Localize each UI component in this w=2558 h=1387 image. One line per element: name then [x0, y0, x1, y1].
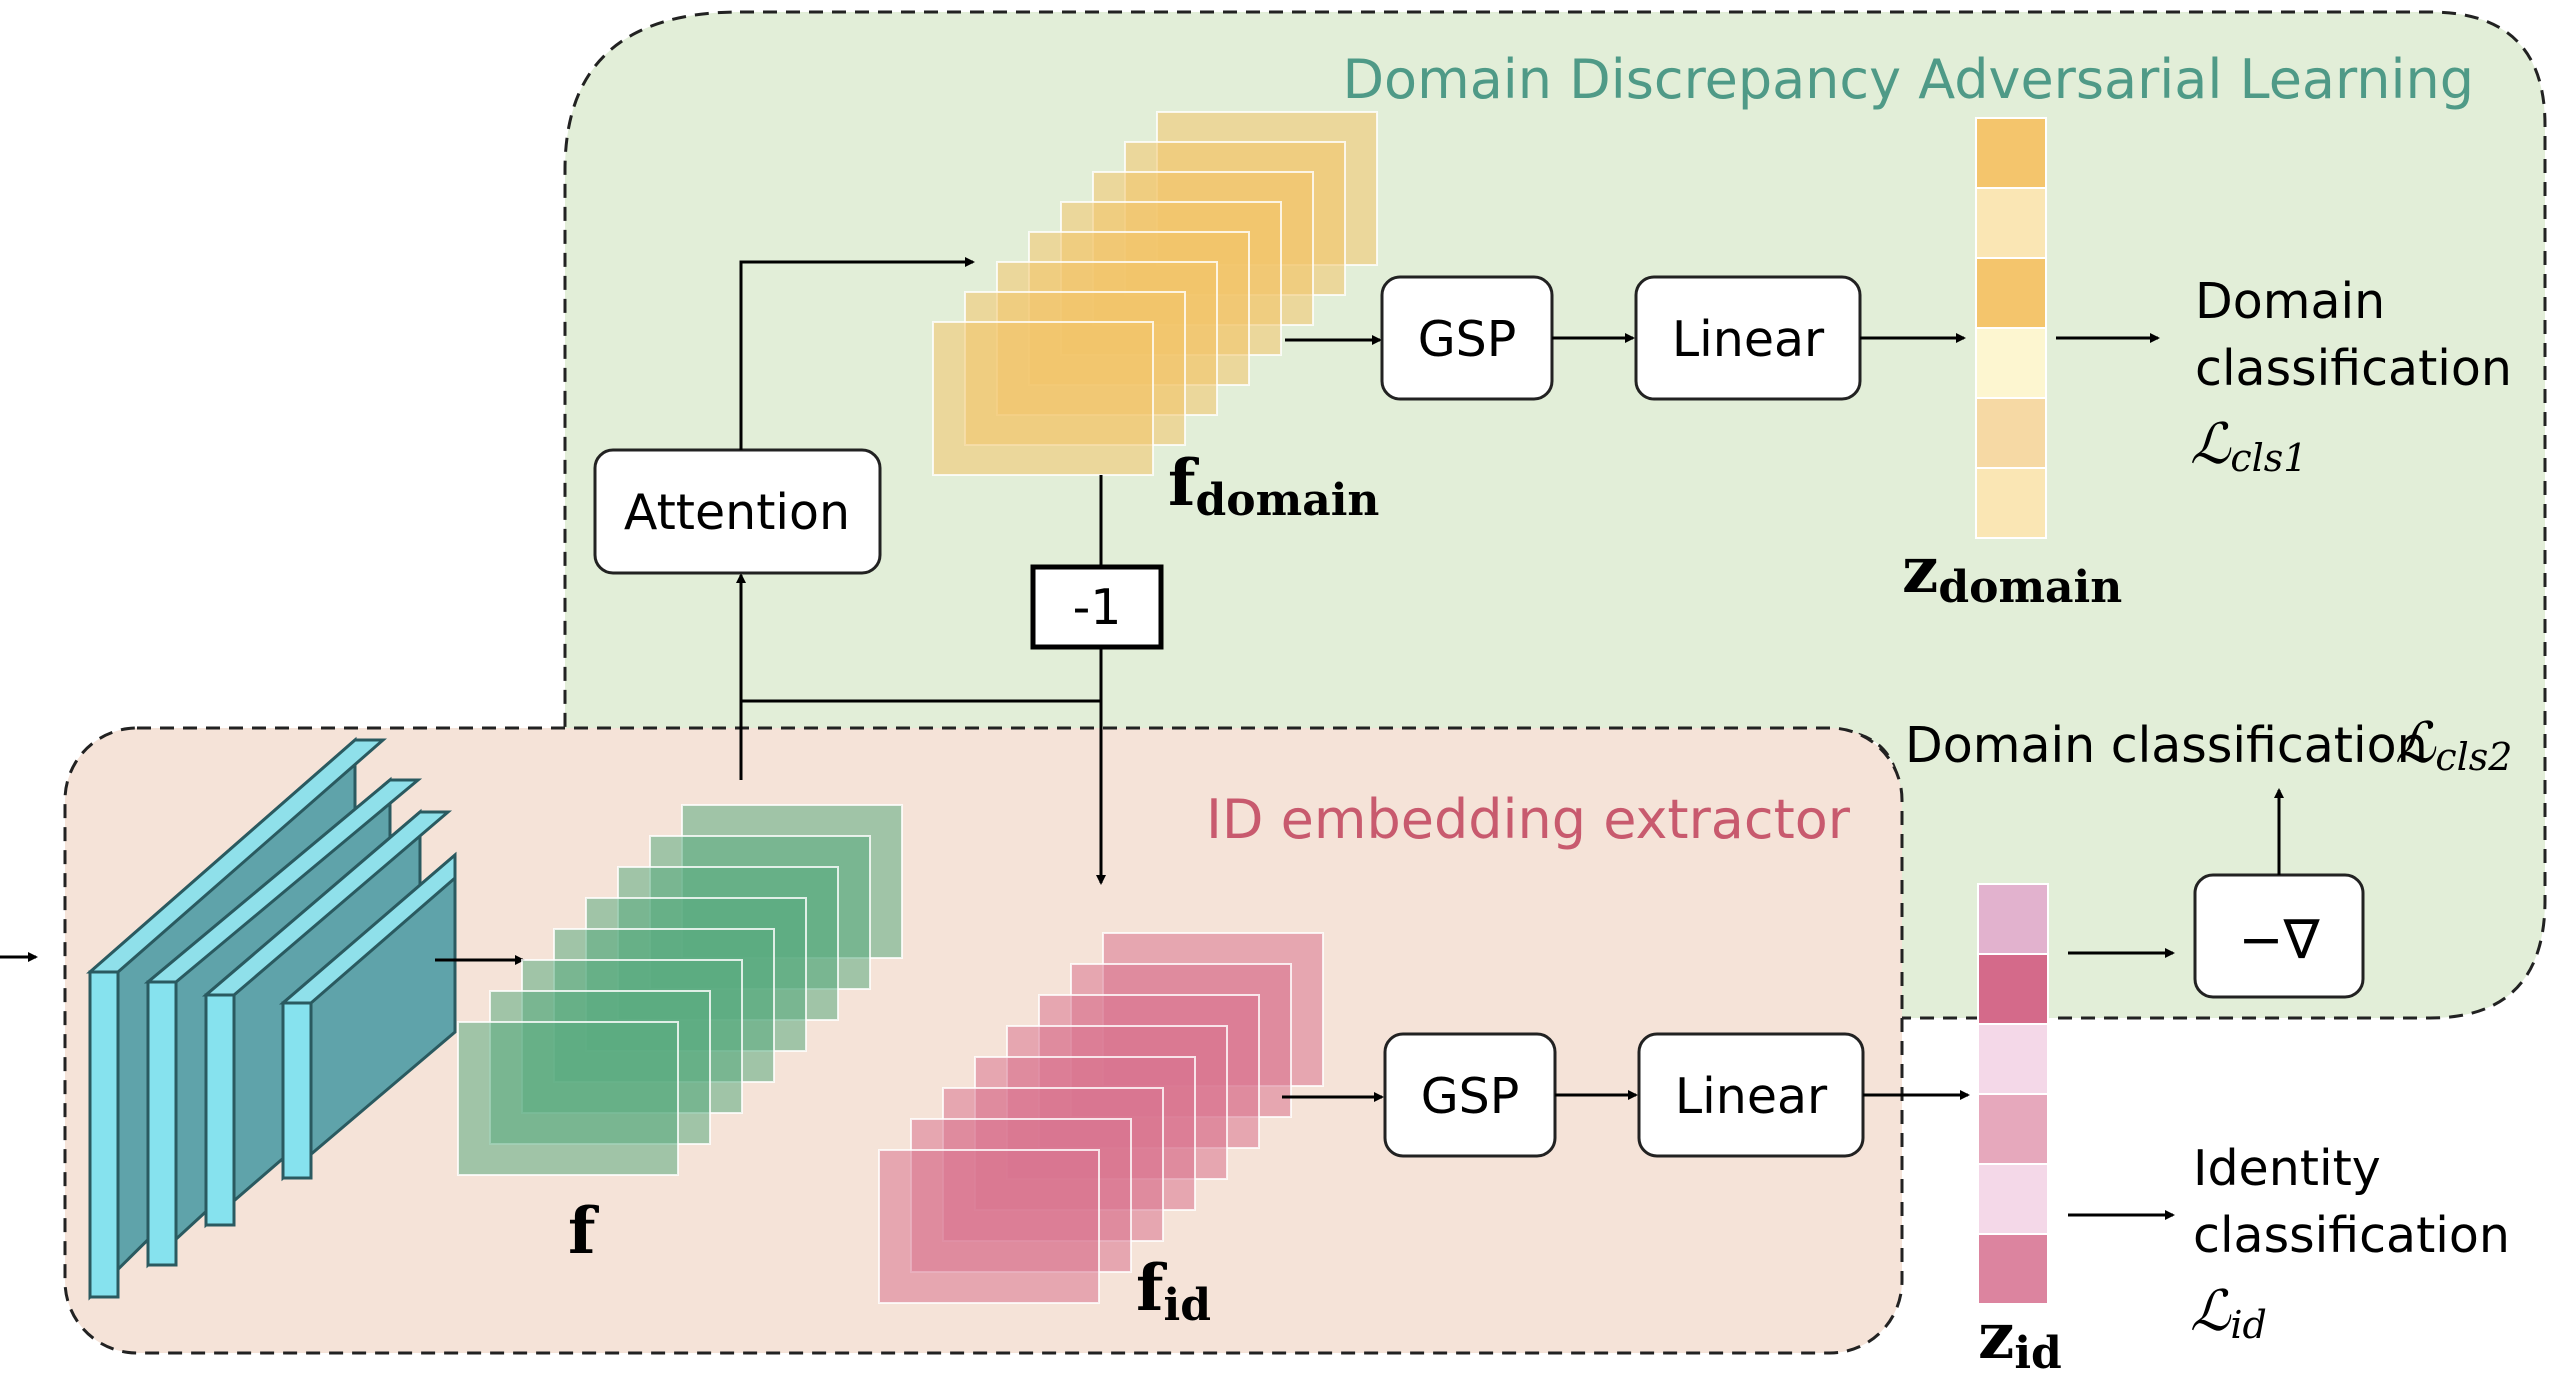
vector-cell: [1977, 1163, 2049, 1235]
id-region: [63, 726, 1904, 1355]
loss-cls1: ℒcls1: [2190, 412, 2307, 480]
vector-cell: [1975, 467, 2047, 539]
label-f: f: [568, 1194, 599, 1269]
label-f-id: fid: [1136, 1251, 1211, 1331]
feature-stack-f: [457, 804, 903, 1176]
vector-cell: [1975, 257, 2047, 329]
identity-line2: classification: [2193, 1207, 2510, 1264]
gsp-top-label: GSP: [1418, 311, 1517, 368]
neg-one-label: -1: [1073, 579, 1122, 636]
attention-box: [593, 448, 882, 575]
domain-cls2-text: Domain classification: [1905, 717, 2428, 774]
domain-region-title: Domain Discrepancy Adversarial Learning: [1342, 48, 2474, 111]
domain-cls1-line2: classification: [2195, 340, 2512, 397]
z-domain-vector: [1975, 117, 2047, 539]
feature-map-card: [457, 1021, 679, 1176]
feature-map-card: [932, 321, 1154, 476]
loss-cls2: ℒcls2: [2395, 711, 2512, 779]
label-z-domain: zdomain: [1902, 533, 2122, 613]
feature-map-card: [878, 1149, 1100, 1304]
feature-stack-f-domain: [932, 111, 1378, 476]
vector-cell: [1977, 883, 2049, 955]
vector-cell: [1975, 117, 2047, 189]
vector-cell: [1975, 397, 2047, 469]
label-z-id: zid: [1978, 1299, 2062, 1379]
loss-id: ℒid: [2190, 1279, 2267, 1347]
vector-cell: [1975, 327, 2047, 399]
gsp-bottom-label: GSP: [1421, 1068, 1520, 1125]
neg-one-box: [1030, 564, 1164, 650]
vector-cell: [1977, 1023, 2049, 1095]
linear-top-label: Linear: [1672, 311, 1825, 368]
vector-cell: [1975, 187, 2047, 259]
feature-stack-f-id: [878, 932, 1324, 1304]
vector-cell: [1977, 1233, 2049, 1305]
grad-reverse-label: −∇: [2238, 908, 2320, 971]
id-region-title: ID embedding extractor: [1206, 788, 1851, 851]
identity-line1: Identity: [2193, 1140, 2381, 1197]
attention-to-f-domain-arrow: [739, 257, 975, 450]
linear-bottom-label: Linear: [1675, 1068, 1828, 1125]
label-f-domain: fdomain: [1168, 446, 1379, 526]
backbone-slab: [278, 851, 457, 1182]
domain-cls1-line1: Domain: [2195, 273, 2385, 330]
backbone-network: [86, 736, 457, 1301]
z-id-vector: [1977, 883, 2049, 1305]
vector-cell: [1977, 1093, 2049, 1165]
vector-cell: [1977, 953, 2049, 1025]
attention-label: Attention: [624, 484, 850, 541]
